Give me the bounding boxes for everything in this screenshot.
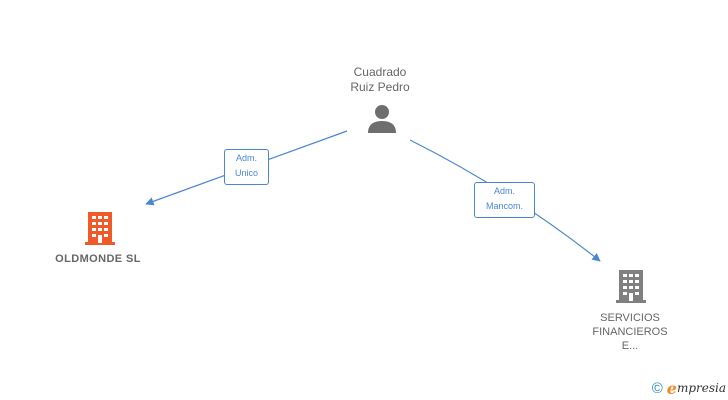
relation-label-line1: Adm. xyxy=(493,186,515,196)
empresia-logo[interactable]: © e mpresia xyxy=(652,378,726,398)
person-icon[interactable] xyxy=(366,103,398,135)
relation-label-adm-mancom: Adm. Mancom. xyxy=(474,182,535,218)
person-name-line1: Cuadrado xyxy=(353,65,407,79)
company-name-line1: SERVICIOS xyxy=(600,312,660,324)
copyright-icon: © xyxy=(651,379,663,397)
company-name-line3: E... xyxy=(621,340,639,352)
company-name-line2: FINANCIEROS xyxy=(592,326,668,338)
company-name-oldmonde[interactable]: OLDMONDE SL xyxy=(55,253,141,265)
relation-label-adm-unico: Adm. Unico xyxy=(224,149,269,185)
person-name[interactable]: Cuadrado Ruiz Pedro xyxy=(320,65,440,95)
relation-label-line1: Adm. xyxy=(235,153,257,163)
building-icon[interactable] xyxy=(84,210,116,246)
company-name-servicios[interactable]: SERVICIOS FINANCIEROS E... xyxy=(570,311,690,353)
building-icon[interactable] xyxy=(615,268,647,304)
relation-label-line2: Unico xyxy=(234,168,258,178)
brand-name: mpresia xyxy=(676,381,726,395)
brand-e-letter: e xyxy=(666,378,677,398)
relation-label-line2: Mancom. xyxy=(485,201,523,211)
person-name-line2: Ruiz Pedro xyxy=(350,80,410,94)
